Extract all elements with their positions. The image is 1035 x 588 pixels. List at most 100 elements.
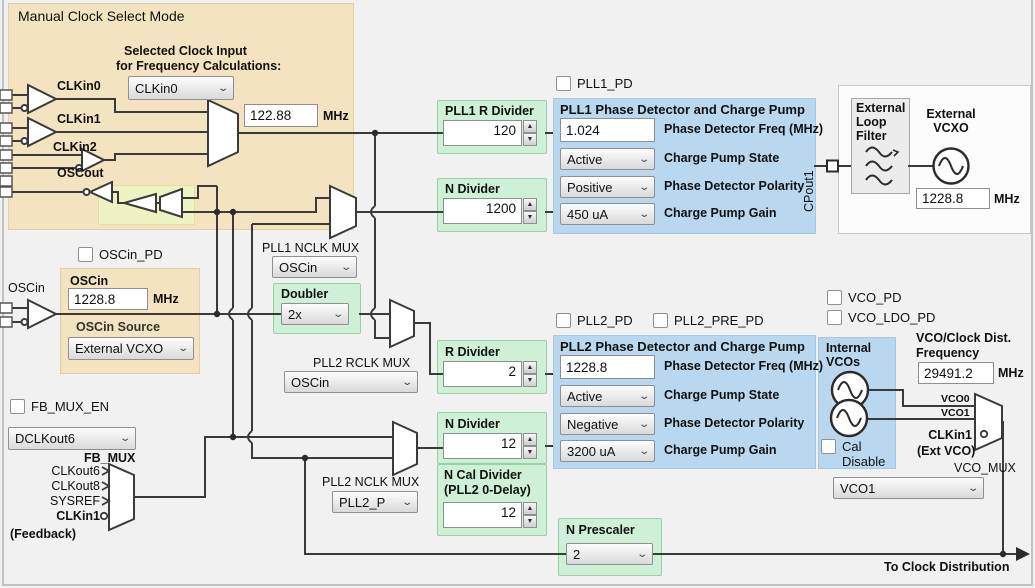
pll2-gain-dropdown[interactable]: 3200 uA⌄: [560, 440, 655, 462]
vco-pd-checkbox[interactable]: VCO_PD: [827, 290, 901, 305]
pll2-cp-state-label: Charge Pump State: [664, 388, 780, 402]
pll2-n-divider-spinner[interactable]: 12 ▲▼: [443, 433, 537, 459]
pll2-pdf-input[interactable]: 1228.8: [560, 355, 655, 379]
chevron-down-icon: ⌄: [637, 445, 650, 457]
n-prescaler-dropdown[interactable]: 2⌄: [566, 543, 653, 565]
pll1-cp-state-dropdown[interactable]: Active⌄: [560, 148, 655, 170]
pll2-nclk-mux-label: PLL2 NCLK MUX: [322, 475, 420, 489]
spin-up-icon: ▲: [523, 433, 537, 446]
pll1-pdf-input[interactable]: 1.024: [560, 118, 655, 142]
pll2-r-divider-label: R Divider: [445, 345, 500, 359]
n-cal-divider-label-2: (PLL2 0-Delay): [444, 483, 531, 497]
n-cal-divider-spinner[interactable]: 12 ▲▼: [443, 502, 537, 528]
pll2-rclk-mux-dropdown[interactable]: OSCin⌄: [284, 371, 418, 393]
fb-in-clkout6: CLKout6: [51, 464, 100, 478]
oscout-buffer-highlight: [98, 185, 195, 225]
spin-down-icon: ▼: [523, 133, 537, 146]
pll1-r-divider-label: PLL1 R Divider: [445, 104, 534, 118]
pll1-nclk-mux-label: PLL1 NCLK MUX: [262, 241, 360, 255]
ext-vco-label: (Ext VCO): [917, 444, 976, 458]
oscin-freq-unit: MHz: [153, 292, 179, 306]
vcxo-freq-unit: MHz: [994, 192, 1020, 206]
pll2-polarity-dropdown[interactable]: Negative⌄: [560, 413, 655, 435]
selected-clock-dropdown[interactable]: CLKin0⌄: [128, 76, 234, 100]
chevron-down-icon: ⌄: [637, 390, 650, 402]
oscin-freq-input[interactable]: 1228.8: [68, 288, 148, 310]
pll1-r-divider-spinner[interactable]: 120 ▲▼: [443, 120, 537, 146]
spin-down-icon: ▼: [523, 515, 537, 528]
chevron-down-icon: ⌄: [339, 261, 352, 273]
vco-ldo-pd-checkbox[interactable]: VCO_LDO_PD: [827, 310, 935, 325]
oscin-source-label: OSCin Source: [76, 320, 161, 334]
clkin2-label: CLKin2: [53, 140, 97, 154]
fb-in-clkin1: CLKin1: [56, 509, 100, 523]
pll2-nclk-mux-dropdown[interactable]: PLL2_P⌄: [332, 491, 418, 513]
spin-up-icon: ▲: [523, 120, 537, 133]
chevron-down-icon: ⌄: [400, 376, 413, 388]
chevron-down-icon: ⌄: [637, 181, 650, 193]
pll1-panel-title: PLL1 Phase Detector and Charge Pump: [560, 102, 805, 117]
checkbox-icon: [10, 399, 25, 414]
checkbox-icon: [556, 76, 571, 91]
oscin-source-dropdown[interactable]: External VCXO⌄: [68, 337, 194, 360]
vco-freq-unit: MHz: [998, 366, 1024, 380]
cpout1-label: CPout1: [802, 170, 816, 212]
vco-freq-label: VCO/Clock Dist.Frequency: [916, 331, 1012, 360]
n-prescaler-label: N Prescaler: [566, 523, 635, 537]
fb-mux-label: FB_MUX: [84, 451, 136, 465]
chevron-down-icon: ⌄: [637, 418, 650, 430]
clkin1-extvco-label: CLKin1: [928, 428, 972, 442]
vco1-label: VCO1: [941, 407, 970, 419]
pll2-pre-pd-checkbox[interactable]: PLL2_PRE_PD: [653, 313, 764, 328]
panel-title: Manual Clock Select Mode: [18, 8, 185, 24]
pll2-cp-state-dropdown[interactable]: Active⌄: [560, 385, 655, 407]
pll1-n-divider-spinner[interactable]: 1200 ▲▼: [443, 198, 537, 224]
pll1-n-divider-label: N Divider: [445, 182, 500, 196]
checkbox-icon: [827, 310, 842, 325]
oscin-pd-checkbox[interactable]: OSCin_PD: [78, 247, 163, 262]
chevron-down-icon: ⌄: [216, 82, 229, 94]
fb-mux-dropdown[interactable]: DCLKout6⌄: [8, 427, 136, 450]
clkin1-label: CLKin1: [57, 112, 101, 126]
chevron-down-icon: ⌄: [635, 548, 648, 560]
fb-in-sysref: SYSREF: [49, 494, 100, 508]
pll2-pdf-label: Phase Detector Freq (MHz): [664, 359, 824, 373]
pll2-panel-title: PLL2 Phase Detector and Charge Pump: [560, 339, 805, 354]
chevron-down-icon: ⌄: [176, 343, 189, 354]
clkin-freq-input[interactable]: 122.88: [244, 104, 318, 127]
spin-down-icon: ▼: [523, 374, 537, 387]
vco-freq-input[interactable]: 29491.2: [918, 362, 994, 384]
vco-mux-dropdown[interactable]: VCO1⌄: [833, 477, 984, 499]
chevron-down-icon: ⌄: [637, 208, 650, 220]
fb-in-clkout8: CLKout8: [51, 479, 100, 493]
pll1-pd-checkbox[interactable]: PLL1_PD: [556, 76, 633, 91]
pll1-gain-dropdown[interactable]: 450 uA⌄: [560, 203, 655, 225]
vco0-label: VCO0: [941, 393, 970, 405]
selected-clock-label-1: Selected Clock Input: [124, 44, 247, 58]
checkbox-icon: [556, 313, 571, 328]
oscin-title: OSCin: [70, 274, 109, 288]
spin-up-icon: ▲: [523, 502, 537, 515]
pll2-gain-label: Charge Pump Gain: [664, 443, 777, 457]
vcxo-freq-input[interactable]: 1228.8: [916, 188, 990, 209]
pll1-nclk-mux-dropdown[interactable]: OSCin⌄: [272, 256, 357, 278]
checkbox-icon: [653, 313, 668, 328]
clkin-freq-unit: MHz: [323, 109, 349, 123]
fb-feedback-label: (Feedback): [10, 527, 76, 541]
pll1-polarity-dropdown[interactable]: Positive⌄: [560, 176, 655, 198]
vco-mux-label: VCO_MUX: [954, 461, 1016, 475]
selected-clock-label-2: for Frequency Calculations:: [116, 59, 282, 73]
doubler-dropdown[interactable]: 2x⌄: [281, 303, 349, 325]
fb-mux-en-checkbox[interactable]: FB_MUX_EN: [10, 399, 109, 414]
pll1-cp-state-label: Charge Pump State: [664, 151, 780, 165]
to-clock-distribution-label: To Clock Distribution: [884, 560, 1010, 574]
doubler-label: Doubler: [281, 287, 329, 301]
chevron-down-icon: ⌄: [331, 308, 344, 320]
pll2-r-divider-spinner[interactable]: 2 ▲▼: [443, 361, 537, 387]
pll2-pd-checkbox[interactable]: PLL2_PD: [556, 313, 633, 328]
spin-up-icon: ▲: [523, 361, 537, 374]
